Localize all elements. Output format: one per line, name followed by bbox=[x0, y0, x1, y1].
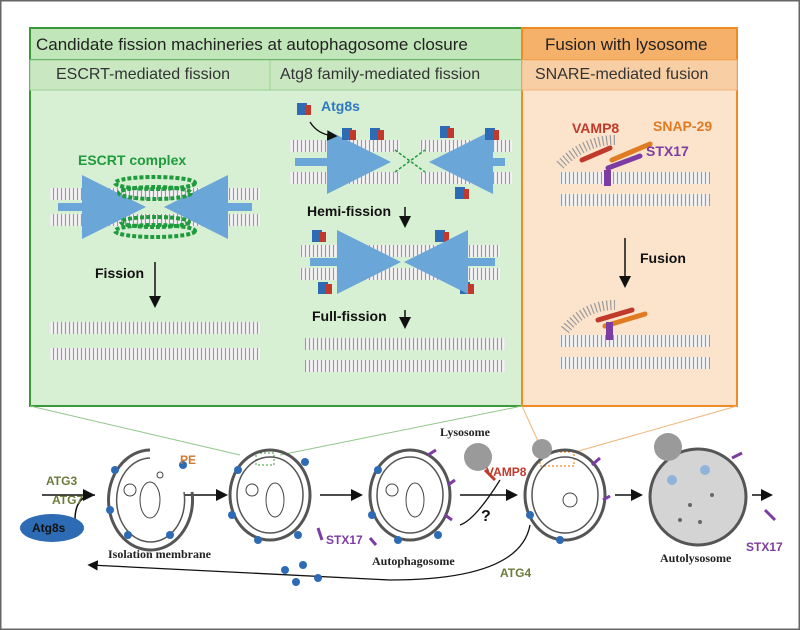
snare-membrane-top bbox=[556, 135, 710, 206]
connector-orange-r bbox=[574, 405, 738, 453]
fusion-panel-title: Fusion with lysosome bbox=[545, 35, 708, 54]
lysosome-vamp8 bbox=[483, 468, 497, 482]
escrt-membrane-result bbox=[50, 322, 260, 360]
snare-subtitle: SNARE-mediated fusion bbox=[535, 66, 709, 83]
escrt-subtitle: ESCRT-mediated fission bbox=[56, 66, 230, 83]
snap29-label: SNAP-29 bbox=[653, 118, 713, 134]
snare-sub-bar bbox=[521, 59, 738, 91]
atg8-sub-bar bbox=[269, 59, 523, 91]
stx17-top-label: STX17 bbox=[646, 143, 689, 159]
atg4-recycle-arrow bbox=[87, 524, 531, 581]
stx17-right-label: STX17 bbox=[746, 540, 783, 554]
fusing-cell bbox=[523, 439, 611, 544]
fission-title-bar bbox=[29, 27, 523, 61]
question-mark: ? bbox=[481, 508, 491, 525]
autolysosome-cell bbox=[648, 433, 748, 547]
released-stx17 bbox=[763, 508, 777, 522]
isolation-membrane-cell bbox=[106, 448, 194, 552]
hemi-fission-label: Hemi-fission bbox=[307, 203, 392, 219]
stx17-left-mark bbox=[316, 527, 324, 541]
pe-label: PE bbox=[180, 453, 197, 467]
autolysosome-label: Autolysosome bbox=[660, 551, 732, 565]
escrt-complex-label: ESCRT complex bbox=[78, 152, 187, 168]
atg8-subtitle: Atg8 family-mediated fission bbox=[280, 66, 481, 83]
snare-membrane-bottom bbox=[560, 300, 710, 369]
zoom-box-fission bbox=[255, 452, 275, 466]
full-fission-label: Full-fission bbox=[312, 308, 387, 324]
atg8s-label: Atg8s bbox=[321, 98, 360, 114]
atg4-label: ATG4 bbox=[500, 566, 532, 580]
lysosome-label: Lysosome bbox=[440, 425, 491, 439]
vamp8-pathway-label: VAMP8 bbox=[486, 465, 527, 479]
atg8-recruit-arrow bbox=[309, 121, 338, 141]
lysosome bbox=[464, 443, 492, 471]
stx17-left-label: STX17 bbox=[326, 533, 363, 547]
atg-conjugation-arrow bbox=[74, 494, 96, 521]
connector-mid bbox=[279, 405, 523, 456]
atg8-proteins bbox=[297, 103, 499, 294]
atg8s-pool bbox=[20, 514, 84, 542]
autophagosome-cell bbox=[368, 448, 456, 546]
recycled-atg8-dots bbox=[281, 561, 322, 586]
snare-proteins bbox=[579, 141, 653, 186]
vamp8-label: VAMP8 bbox=[572, 120, 620, 136]
escrt-sub-bar bbox=[29, 59, 271, 91]
connector-left bbox=[29, 405, 241, 456]
closing-cell bbox=[228, 448, 312, 544]
isolation-membrane-label: Isolation membrane bbox=[108, 547, 211, 561]
atg7-label: ATG7 bbox=[52, 493, 84, 507]
fission-panel-title: Candidate fission machineries at autopha… bbox=[36, 35, 468, 54]
atg3-label: ATG3 bbox=[46, 474, 78, 488]
atg8s-pool-label: Atg8s bbox=[32, 521, 66, 535]
question-arrow bbox=[459, 479, 501, 526]
escrt-complex-spiral bbox=[113, 175, 197, 239]
fusion-label: Fusion bbox=[640, 250, 686, 266]
fission-label: Fission bbox=[95, 265, 145, 281]
autophagosome-label: Autophagosome bbox=[372, 554, 455, 568]
atg8-membrane-3 bbox=[305, 338, 505, 372]
